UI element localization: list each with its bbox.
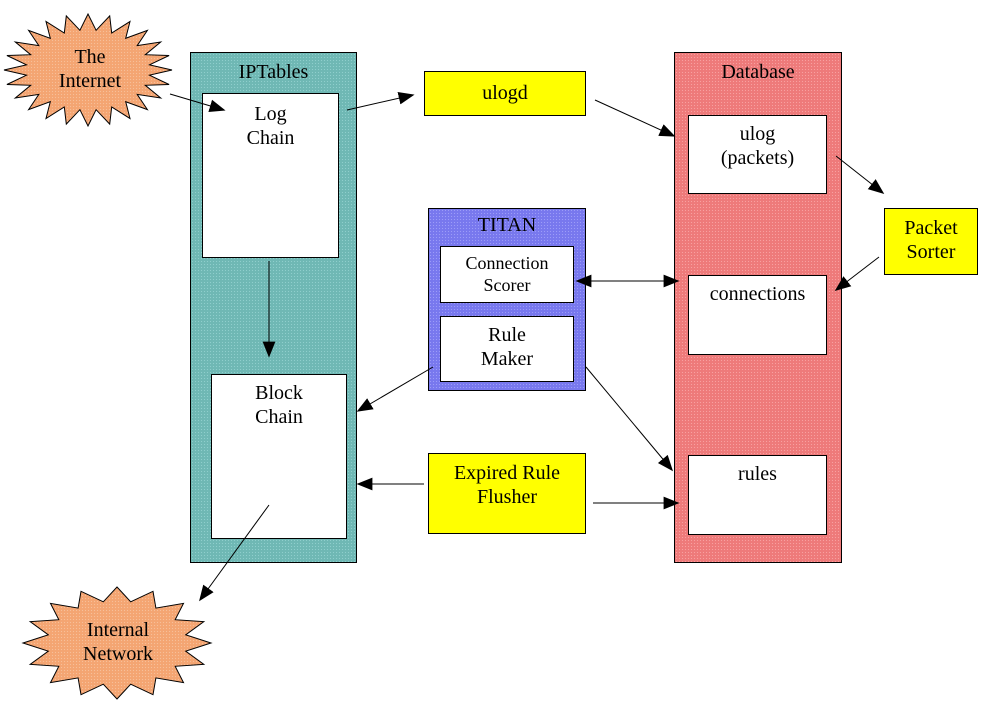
ulogd-label: ulogd	[482, 82, 528, 104]
expired-rule-flusher-box[interactable]: Expired Rule Flusher	[428, 453, 586, 534]
edge-blockchain-to-internal	[199, 504, 270, 602]
rules-label: rules	[738, 463, 777, 485]
packet-sorter-box[interactable]: Packet Sorter	[884, 208, 978, 275]
connections-label: connections	[709, 283, 806, 305]
connection-scorer-box[interactable]: Connection Scorer	[440, 246, 574, 303]
log-chain-box[interactable]: Log Chain	[202, 93, 339, 258]
ulog-packets-box[interactable]: ulog (packets)	[688, 115, 827, 194]
titan-title: TITAN	[477, 214, 537, 236]
ulogd-box[interactable]: ulogd	[424, 71, 586, 116]
edge-internet-to-logchain	[169, 93, 226, 113]
connection-scorer-label: Connection Scorer	[465, 253, 549, 295]
packet-sorter-label: Packet Sorter	[904, 217, 958, 263]
database-title: Database	[721, 61, 795, 83]
internet-cloud-label: The Internet	[58, 46, 122, 92]
edge-rulemaker-to-rules	[585, 366, 674, 472]
edge-packetsorter-to-connections	[834, 256, 880, 291]
expired-rule-flusher-label: Expired Rule Flusher	[453, 462, 561, 508]
iptables-title: IPTables	[238, 61, 309, 83]
edge-logchain-to-ulogd	[346, 91, 415, 111]
connections-box[interactable]: connections	[688, 275, 827, 355]
rule-maker-label: Rule Maker	[480, 324, 534, 370]
edge-ulogd-to-ulog	[594, 99, 676, 137]
edge-ulog-to-packetsorter	[835, 155, 885, 194]
log-chain-label: Log Chain	[246, 103, 295, 149]
rule-maker-box[interactable]: Rule Maker	[440, 316, 574, 382]
block-chain-box[interactable]: Block Chain	[211, 374, 347, 539]
ulog-packets-label: ulog (packets)	[720, 123, 795, 169]
internet-cloud-shape	[3, 12, 173, 128]
rules-box[interactable]: rules	[688, 455, 827, 535]
edge-rulemaker-to-blockchain	[356, 366, 434, 412]
internal-network-cloud-label: Internal Network	[83, 619, 153, 665]
internal-network-cloud-shape	[21, 586, 213, 700]
block-chain-label: Block Chain	[255, 382, 303, 428]
